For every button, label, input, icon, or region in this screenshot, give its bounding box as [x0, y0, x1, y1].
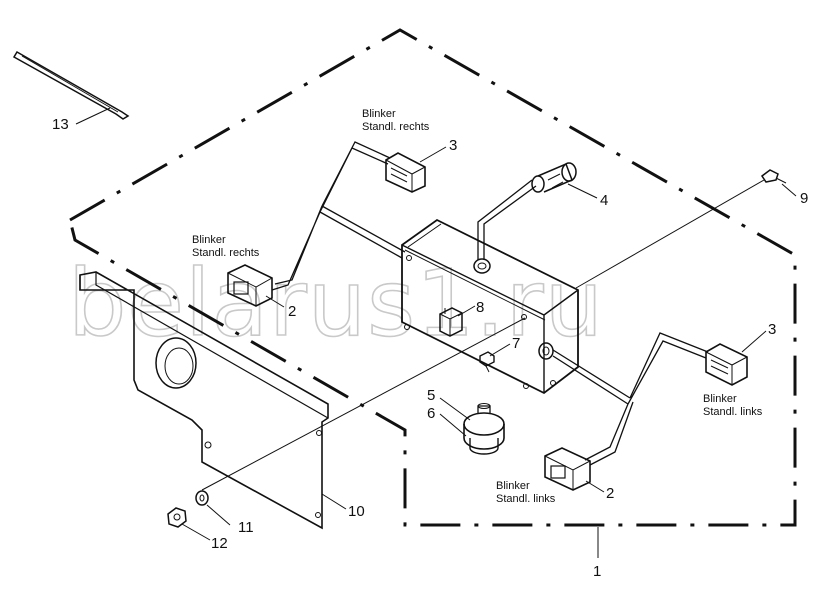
label-blinker-rechts-lower-2: Standl. rechts — [192, 247, 260, 259]
label-blinker-rechts-upper-1: Blinker — [362, 108, 396, 120]
watermark: belarus1.ru — [68, 250, 604, 357]
label-blinker-links-side-1: Blinker — [703, 393, 737, 405]
callout-5: 5 — [427, 387, 435, 404]
label-blinker-rechts-upper-2: Standl. rechts — [362, 121, 430, 133]
round-plug-connector — [531, 162, 577, 193]
label-blinker-links-side-2: Standl. links — [703, 406, 763, 418]
screw — [760, 169, 787, 184]
washer — [195, 490, 209, 506]
callout-13: 13 — [52, 116, 69, 133]
connector-2-bottom — [544, 447, 591, 491]
connector-3-right — [705, 343, 748, 386]
callout-1: 1 — [593, 563, 601, 580]
label-blinker-links-bottom-1: Blinker — [496, 480, 530, 492]
callout-3-upper: 3 — [449, 137, 457, 154]
nut — [167, 507, 187, 528]
control-box — [401, 218, 579, 395]
wiring-harness — [271, 141, 709, 466]
callout-9: 9 — [800, 190, 808, 207]
assembly-boundary — [68, 28, 797, 527]
cable-gland-side — [538, 342, 554, 360]
callout-11: 11 — [238, 519, 254, 536]
relay — [439, 307, 463, 337]
mounting-bracket — [79, 271, 329, 530]
label-blinker-rechts-lower-1: Blinker — [192, 234, 226, 246]
callout-6: 6 — [427, 405, 435, 422]
connector-2-left — [227, 264, 273, 307]
label-blinker-links-bottom-2: Standl. links — [496, 493, 556, 505]
buzzer — [463, 403, 505, 455]
callout-2-left: 2 — [288, 303, 296, 320]
cable-gland-top — [473, 258, 491, 274]
callout-7: 7 — [512, 335, 520, 352]
callout-3-right: 3 — [768, 321, 776, 338]
callout-12: 12 — [211, 535, 228, 552]
cable-tie — [12, 50, 130, 120]
screw-axis-line — [575, 179, 765, 289]
callout-4: 4 — [600, 192, 608, 209]
leader-lines — [75, 107, 797, 558]
callout-10: 10 — [348, 503, 365, 520]
connector-3-upper — [385, 152, 426, 193]
callout-2-bottom: 2 — [606, 485, 614, 502]
callout-8: 8 — [476, 299, 484, 316]
fuse — [479, 351, 495, 373]
mount-axis-line — [201, 317, 526, 491]
